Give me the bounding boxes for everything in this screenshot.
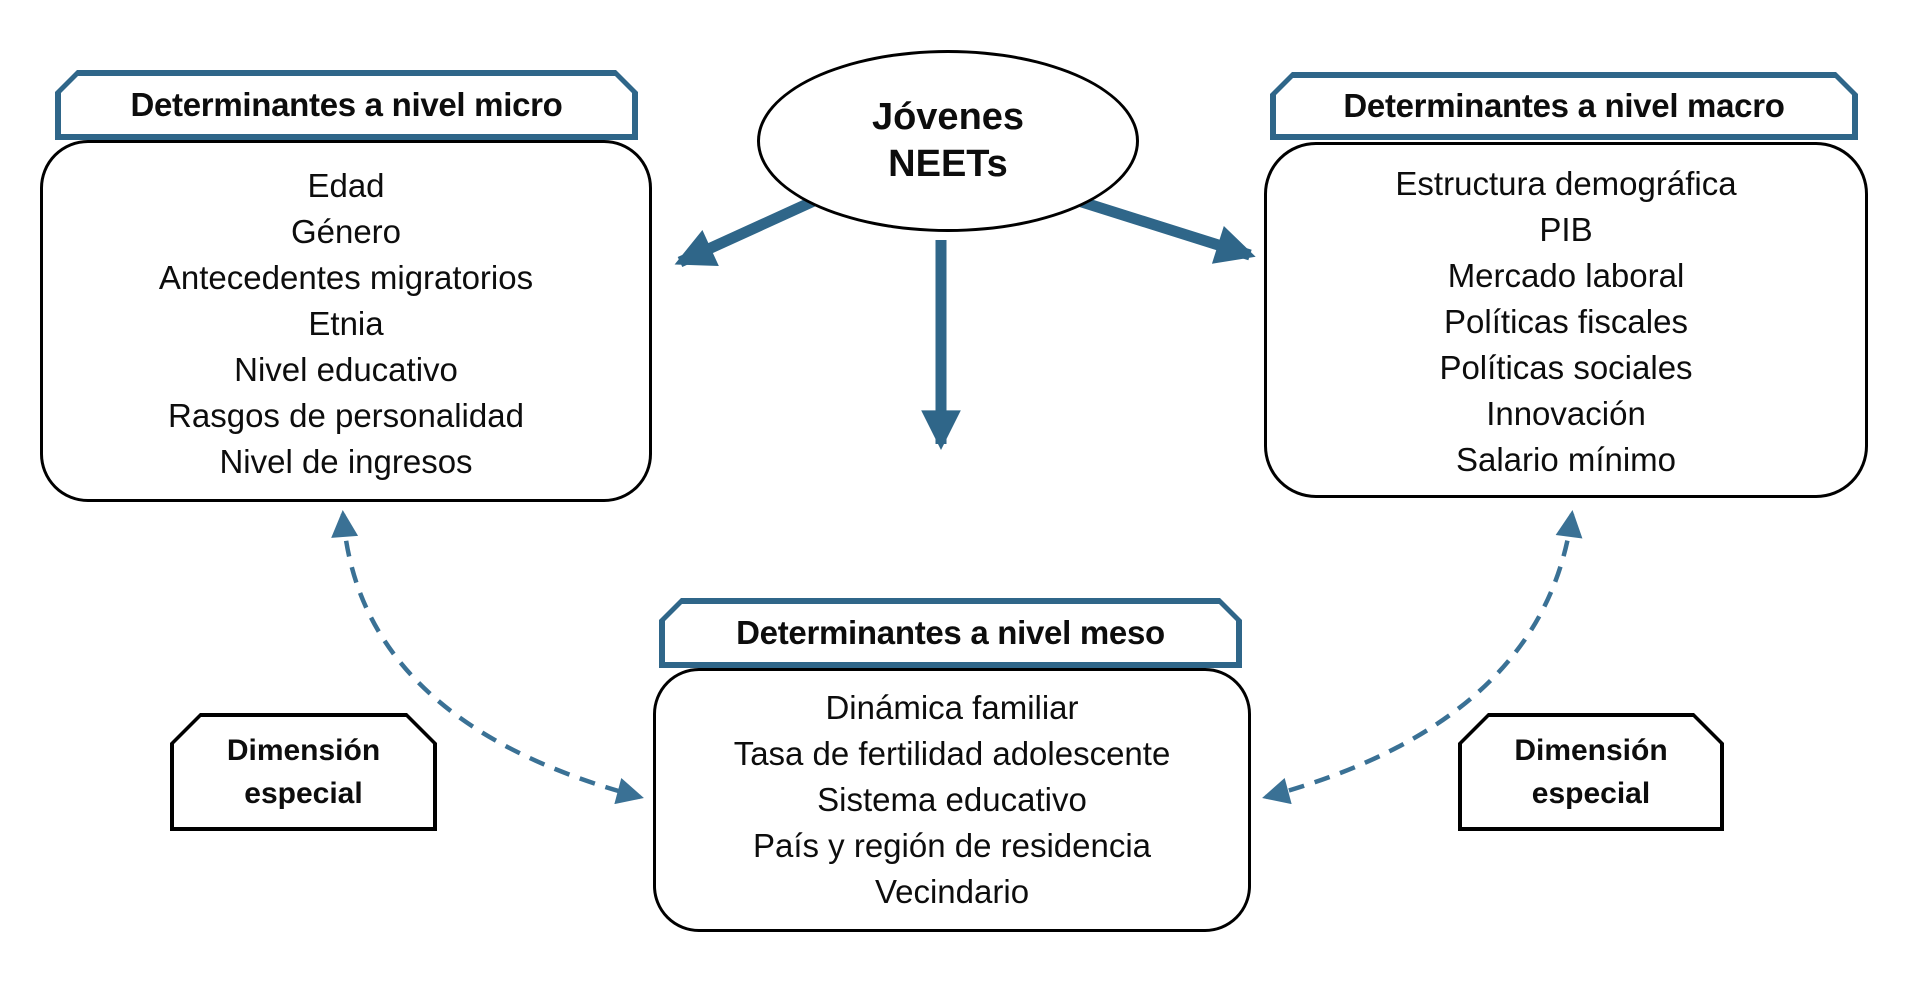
macro-item: Políticas fiscales [1444, 303, 1688, 340]
micro-item: Nivel educativo [234, 351, 458, 388]
micro-item: Rasgos de personalidad [168, 397, 524, 434]
special-dimension-left-label: Dimensión especial [227, 729, 380, 815]
special-dimension-left-fill [174, 717, 433, 827]
special-dimension-left-line: especial [244, 777, 363, 810]
meso-item: Vecindario [874, 873, 1030, 910]
micro-header-label: Determinantes a nivel micro [130, 86, 563, 123]
special-dimension-right-line: especial [1531, 777, 1651, 810]
micro-header: Determinantes a nivel micro [55, 70, 638, 140]
micro-item: Nivel de ingresos [219, 443, 473, 480]
meso-item: Sistema educativo [817, 781, 1087, 818]
meso-header-fill [665, 604, 1236, 662]
meso-item: País y región de residencia [752, 827, 1152, 864]
macro-item: Mercado laboral [1447, 257, 1685, 294]
micro-item: Antecedentes migratorios [158, 259, 534, 296]
meso-item: Tasa de fertilidad adolescente [733, 735, 1171, 772]
special-dimension-left: Dimensión especial [170, 713, 437, 831]
special-dimension-right-label: Dimensión especial [1514, 729, 1667, 815]
arrow-ellipse-to-macro [1064, 191, 1256, 264]
meso-header-label: Determinantes a nivel meso [736, 614, 1165, 651]
central-node-label-line: NEETs [888, 143, 1008, 185]
arrow-ellipse-to-micro [674, 194, 819, 268]
meso-header: Determinantes a nivel meso [659, 598, 1242, 668]
micro-item: Género [290, 213, 402, 250]
macro-header: Determinantes a nivel macro [1270, 72, 1858, 140]
micro-header-fill [61, 76, 632, 134]
macro-item: PIB [1539, 211, 1593, 248]
special-dimension-right: Dimensión especial [1458, 713, 1724, 831]
special-dimension-right-line: Dimensión [1514, 734, 1668, 767]
micro-item: Etnia [308, 305, 384, 342]
macro-item: Innovación [1486, 395, 1646, 432]
macro-header-fill [1276, 78, 1852, 134]
macro-header-label: Determinantes a nivel macro [1343, 87, 1785, 124]
macro-item: Estructura demográfica [1395, 165, 1737, 202]
central-node-label-line: Jóvenes [871, 96, 1025, 138]
macro-item: Salario mínimo [1455, 441, 1677, 478]
macro-item: Políticas sociales [1439, 349, 1693, 386]
micro-item: Edad [307, 167, 385, 204]
special-dimension-right-fill [1462, 717, 1720, 827]
meso-item: Dinámica familiar [825, 689, 1079, 726]
special-dimension-left-line: Dimensión [226, 734, 381, 767]
